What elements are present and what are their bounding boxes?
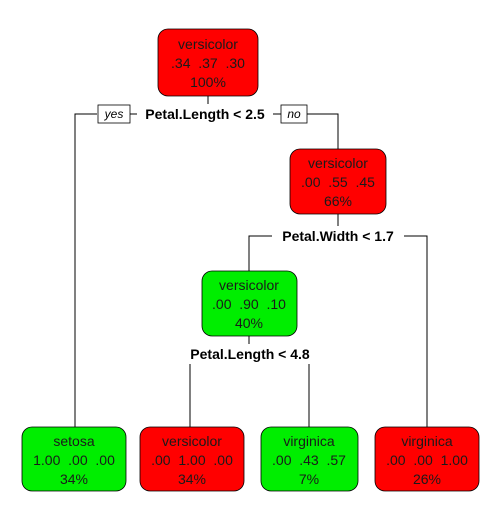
branch-tag-no-label: no bbox=[287, 107, 301, 121]
node-percentage: 7% bbox=[299, 471, 319, 487]
node-probabilities: .00 .90 .10 bbox=[212, 296, 286, 312]
node-class-label: versicolor bbox=[178, 36, 238, 52]
node-percentage: 34% bbox=[178, 471, 206, 487]
node-probabilities: .00 .43 .57 bbox=[272, 452, 346, 468]
node-percentage: 66% bbox=[324, 193, 352, 209]
node-class-label: virginica bbox=[283, 433, 335, 449]
branch-tag-yes-label: yes bbox=[104, 107, 124, 121]
edge-n2-to-n3 bbox=[248, 235, 272, 271]
node-box-leaf-virginica-small bbox=[260, 426, 359, 492]
split-label-n3: Petal.Length < 4.8 bbox=[190, 346, 310, 362]
tree-edges bbox=[74, 96, 428, 427]
edge-n2-to-virginica bbox=[404, 235, 428, 427]
node-box-n3 bbox=[201, 270, 298, 337]
branch-tag-no: no bbox=[280, 104, 308, 124]
tree-node-root: versicolor .34 .37 .30 100% bbox=[157, 28, 259, 97]
split-label-n2: Petal.Width < 1.7 bbox=[282, 228, 394, 244]
node-box-leaf-setosa bbox=[21, 426, 127, 492]
node-box-leaf-virginica bbox=[374, 426, 480, 492]
tree-leaf-virginica: virginica .00 .00 1.00 26% bbox=[374, 426, 480, 492]
tree-leaf-virginica-small: virginica .00 .43 .57 7% bbox=[260, 426, 359, 492]
branch-tag-yes: yes bbox=[97, 104, 131, 124]
edge-root-to-setosa bbox=[74, 113, 97, 427]
node-class-label: versicolor bbox=[308, 155, 368, 171]
node-class-label: versicolor bbox=[219, 277, 279, 293]
node-probabilities: .00 1.00 .00 bbox=[151, 452, 233, 468]
node-probabilities: .00 .55 .45 bbox=[301, 174, 375, 190]
tree-node-n2: versicolor .00 .55 .45 66% bbox=[289, 148, 387, 215]
node-percentage: 34% bbox=[60, 471, 88, 487]
node-class-label: virginica bbox=[401, 433, 453, 449]
split-label-root: Petal.Length < 2.5 bbox=[145, 106, 265, 122]
tree-leaf-setosa: setosa 1.00 .00 .00 34% bbox=[21, 426, 127, 492]
node-probabilities: .34 .37 .30 bbox=[171, 55, 245, 71]
node-box-n2 bbox=[289, 148, 387, 215]
tree-node-n3: versicolor .00 .90 .10 40% bbox=[201, 270, 298, 337]
node-percentage: 26% bbox=[413, 471, 441, 487]
node-probabilities: 1.00 .00 .00 bbox=[33, 452, 115, 468]
node-percentage: 100% bbox=[190, 74, 226, 90]
edge-root-to-n2 bbox=[307, 113, 339, 149]
branch-tag-no-box bbox=[280, 104, 308, 124]
branch-tag-yes-box bbox=[97, 104, 131, 124]
node-class-label: versicolor bbox=[162, 433, 222, 449]
node-probabilities: .00 .00 1.00 bbox=[386, 452, 468, 468]
node-percentage: 40% bbox=[235, 315, 263, 331]
tree-leaf-versicolor: versicolor .00 1.00 .00 34% bbox=[139, 426, 245, 492]
node-box-root bbox=[157, 28, 259, 97]
node-class-label: setosa bbox=[53, 433, 94, 449]
node-box-leaf-versicolor bbox=[139, 426, 245, 492]
